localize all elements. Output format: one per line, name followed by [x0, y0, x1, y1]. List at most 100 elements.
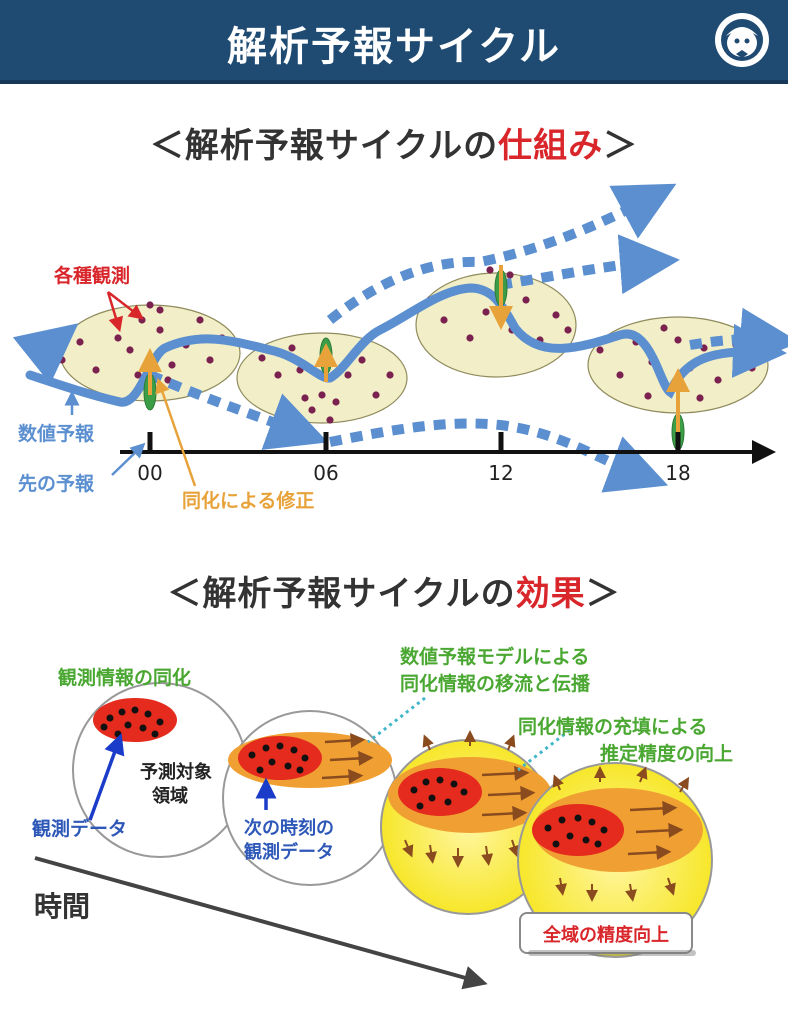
obs-data-pointer [88, 733, 125, 821]
stage-circle-3 [380, 730, 556, 915]
observation-dot [156, 306, 164, 314]
section-title-effect-prefix: ＜解析予報サイクルの [167, 574, 516, 614]
stage1-obs-dots [100, 706, 164, 738]
observation-dot [616, 371, 624, 379]
observation-dot [308, 406, 316, 414]
section-title-effect: ＜解析予報サイクルの効果＞ [0, 566, 788, 615]
stage4-obs-dots [544, 814, 608, 848]
section-title-effect-accent: 効果 [515, 574, 586, 614]
stage-circle-1 [72, 682, 248, 858]
observation-dot [596, 346, 604, 354]
observation-dot [156, 326, 164, 334]
observation-dot [332, 398, 340, 406]
next-obs-label-line1: 次の時刻の [244, 817, 334, 839]
stage3-obs-dots [410, 776, 468, 810]
forecast-branch-from-06 [329, 418, 669, 493]
observation-dot [748, 364, 756, 372]
observation-dot [714, 376, 722, 384]
next-obs-label-line2: 観測データ [244, 841, 334, 863]
obs-data-label: 観測データ [32, 817, 127, 840]
observations-pointer-arrows [106, 291, 144, 333]
correction-arrows [138, 265, 690, 432]
observations-label: 各種観測 [53, 264, 130, 287]
section-title-effect-suffix: ＞ [585, 574, 621, 614]
observation-dot [386, 371, 394, 379]
forecast-branch-from-00 [148, 370, 329, 450]
observation-dot [482, 308, 490, 316]
observation-dot [168, 361, 176, 369]
observation-dot [506, 271, 514, 279]
overall-accuracy-label: 全域の精度向上 [542, 924, 669, 946]
previous-forecast-pointer [111, 442, 146, 476]
stage-circle-4 [517, 762, 713, 958]
time-axis [120, 432, 776, 464]
target-area-label-line1: 予測対象 [140, 761, 212, 783]
observation-dot [358, 356, 366, 364]
stage-circle-2 [222, 710, 398, 886]
observation-dot [301, 394, 309, 402]
stage2-obs-dots [248, 742, 309, 774]
observation-dot [326, 416, 334, 424]
stage3-advection-arrows [481, 765, 536, 821]
section-title-mechanism: ＜解析予報サイクルの仕組み＞ [0, 118, 788, 167]
stage4-advection-arrows [627, 800, 684, 860]
filling-label-line1: 同化情報の充填による [518, 715, 707, 738]
observation-dot [344, 371, 352, 379]
observation-dot [258, 354, 266, 362]
observation-dot [206, 356, 214, 364]
observation-dot [58, 356, 66, 364]
previous-forecast-label: 先の予報 [18, 472, 95, 495]
observation-dot [660, 324, 668, 332]
observation-dot [486, 266, 494, 274]
time-label: 時間 [34, 890, 90, 923]
advection-label-line2: 同化情報の移流と伝播 [400, 672, 591, 695]
stage2-advection-arrows [321, 732, 374, 784]
header-bar: 解析予報サイクル [0, 0, 788, 84]
time-tick-12: 12 [488, 461, 513, 485]
observation-dot [76, 338, 84, 346]
time-tick-18: 18 [665, 461, 690, 485]
observation-dot [522, 296, 530, 304]
overall-accuracy-badge: 全域の精度向上 [519, 912, 696, 956]
forecast-branch-left [12, 323, 79, 385]
observation-dot [466, 334, 474, 342]
observation-dot [114, 334, 122, 342]
numerical-forecast-label: 数値予報 [18, 422, 95, 445]
weather-mascot-icon [715, 13, 769, 67]
observation-dot [372, 391, 380, 399]
assimilation-correction-pointer [155, 377, 197, 487]
observation-dot [146, 301, 154, 309]
obs-assimilation-label: 観測情報の同化 [58, 666, 191, 689]
observation-dot [318, 391, 326, 399]
observation-dot [288, 344, 296, 352]
observation-dot [552, 311, 560, 319]
annotation-pointers [367, 696, 571, 772]
advection-label-line1: 数値予報モデルによる [400, 645, 589, 668]
observation-dot [440, 316, 448, 324]
observation-dot [564, 326, 572, 334]
section-title-mechanism-suffix: ＞ [603, 126, 639, 166]
cycle-mechanism-diagram: 00 06 12 18 各種観測 数値予報 先の予報 同化による修正 [12, 183, 788, 512]
observation-dot [138, 316, 146, 324]
cycle-effect-diagram: 観測情報の同化 予測対象 領域 観測データ 次の時刻の 観測データ 数値予報モデ… [32, 645, 733, 990]
filling-label-line2: 推定精度の向上 [600, 742, 733, 765]
target-area-label-line2: 領域 [152, 785, 188, 807]
time-tick-labels: 00 06 12 18 [137, 461, 690, 485]
section-title-mechanism-accent: 仕組み [498, 126, 604, 166]
time-tick-00: 00 [137, 461, 162, 485]
observation-dot [196, 316, 204, 324]
page-title: 解析予報サイクル [227, 24, 561, 70]
observation-dot [674, 336, 682, 344]
assimilation-correction-label: 同化による修正 [182, 489, 314, 512]
observation-dot [696, 394, 704, 402]
section-title-mechanism-prefix: ＜解析予報サイクルの [149, 126, 499, 166]
observation-dot [134, 371, 142, 379]
time-tick-06: 06 [313, 461, 338, 485]
time-arrow [34, 856, 488, 990]
observation-dot [92, 366, 100, 374]
observation-dot [126, 346, 134, 354]
forecast-branch-from-12 [499, 234, 680, 295]
observation-dot [644, 392, 652, 400]
observation-dot [274, 371, 282, 379]
stage4-filling-arrows [552, 766, 690, 902]
